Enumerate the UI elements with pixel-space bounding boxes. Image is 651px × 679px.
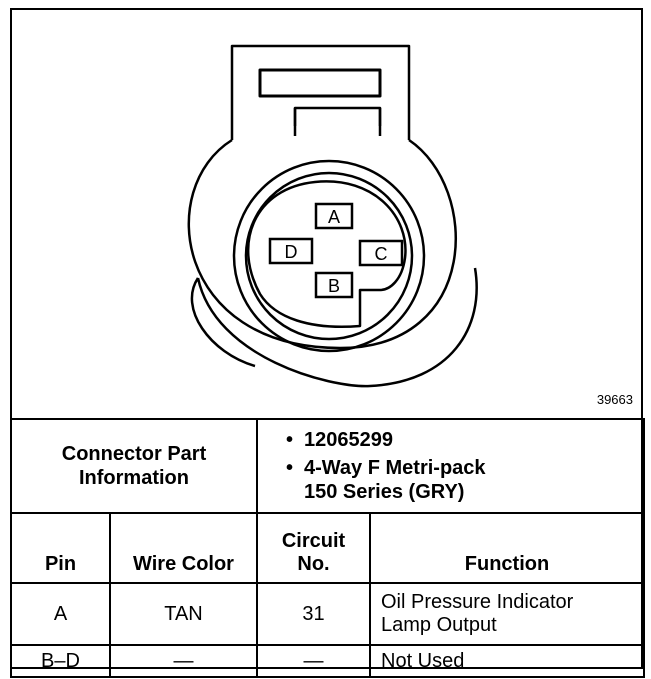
seal-ring-outer xyxy=(232,159,426,353)
pin-cavity-c xyxy=(358,239,404,267)
table-row: A TAN 31 Oil Pressure Indicator Lamp Out… xyxy=(10,582,645,646)
connector-body-left-clip xyxy=(190,277,256,368)
pin-cavity-d xyxy=(268,237,314,265)
column-header-row: Pin Wire Color Circuit No. Function xyxy=(10,512,645,584)
pin-label-b: B xyxy=(328,276,340,296)
connector-info-row: Connector Part Information 12065299 4-Wa… xyxy=(10,418,645,514)
pin-cavity-a xyxy=(314,202,354,230)
header-wire-color: Wire Color xyxy=(109,512,258,584)
header-circuit-no: Circuit No. xyxy=(256,512,371,584)
latch-tongue xyxy=(293,106,382,126)
seal-ring-middle xyxy=(244,171,414,341)
connector-info-details: 12065299 4-Way F Metri-pack 150 Series (… xyxy=(256,418,645,514)
connector-info-label: Connector Part Information xyxy=(10,418,258,514)
table-row: B–D — — Not Used xyxy=(10,644,645,678)
part-number: 12065299 xyxy=(286,428,643,452)
pin-label-d: D xyxy=(285,242,298,262)
connector-body-bottom xyxy=(196,267,478,388)
cell-circuit: — xyxy=(256,644,371,678)
connector-description: 4-Way F Metri-pack 150 Series (GRY) xyxy=(286,456,643,504)
header-pin: Pin xyxy=(10,512,111,584)
pin-label-c: C xyxy=(375,244,388,264)
latch-housing xyxy=(230,44,411,140)
pinout-table: Connector Part Information 12065299 4-Wa… xyxy=(10,418,645,678)
figure-number: 39663 xyxy=(596,392,633,407)
latch-slot xyxy=(258,68,382,98)
cell-function: Not Used xyxy=(369,644,645,678)
cell-pin: B–D xyxy=(10,644,111,678)
cell-wire-color: TAN xyxy=(109,582,258,646)
header-function: Function xyxy=(369,512,645,584)
connector-diagram: A B C D xyxy=(187,44,478,388)
pin-label-a: A xyxy=(328,207,340,227)
cell-circuit: 31 xyxy=(256,582,371,646)
cell-function: Oil Pressure Indicator Lamp Output xyxy=(369,582,645,646)
inner-face-keyed xyxy=(246,180,407,328)
pin-cavity-b xyxy=(314,271,354,299)
connector-body-outer xyxy=(187,138,457,350)
cell-pin: A xyxy=(10,582,111,646)
cell-wire-color: — xyxy=(109,644,258,678)
